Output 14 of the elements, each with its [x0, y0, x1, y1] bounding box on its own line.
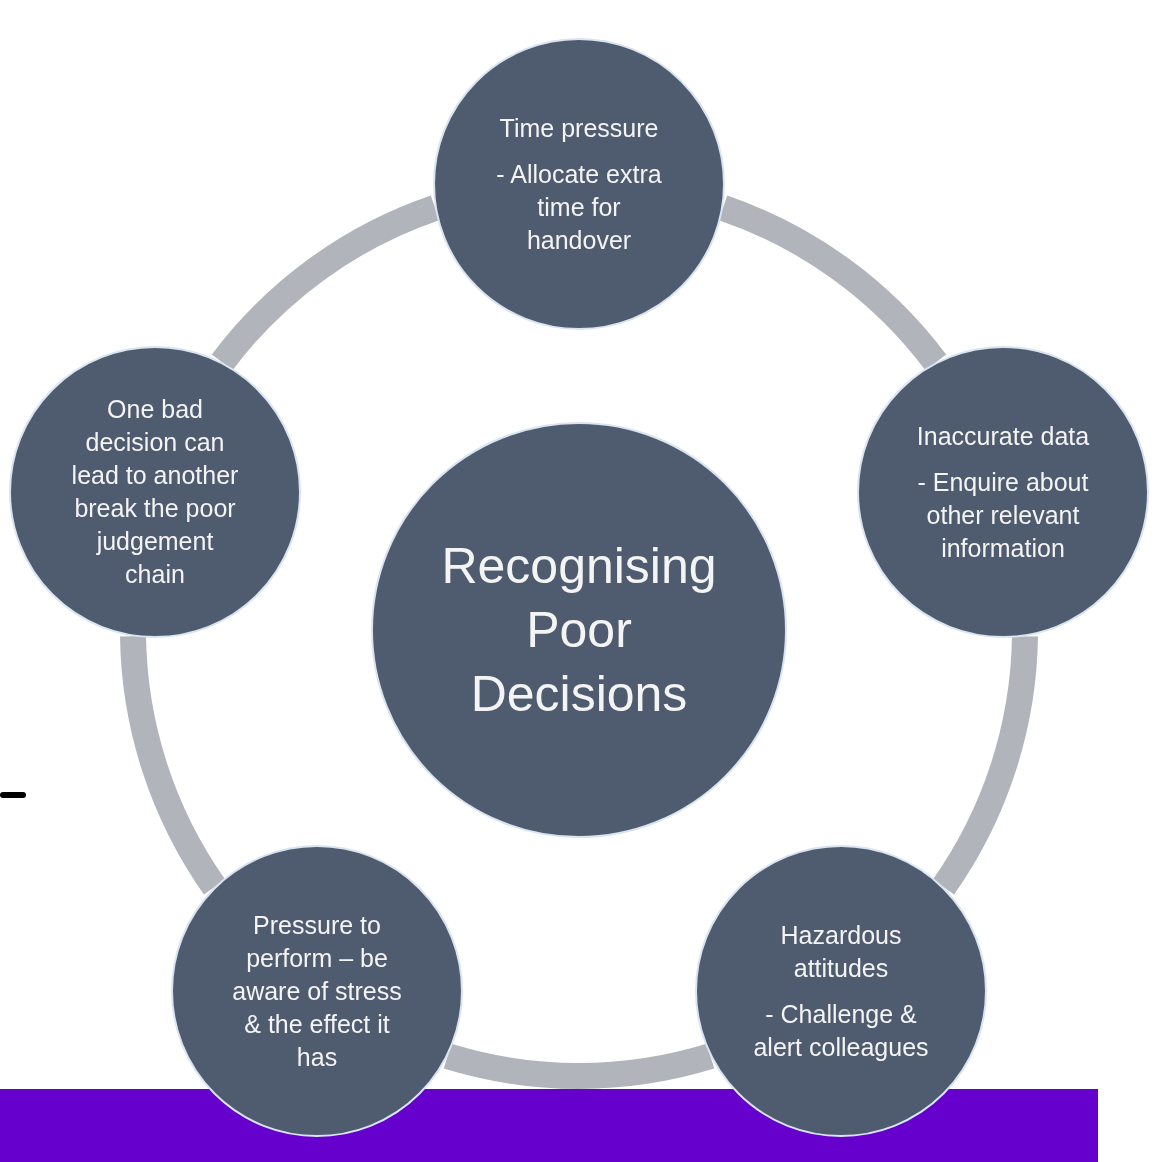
circle-heading: Hazardous attitudes: [779, 919, 903, 984]
center-title: Recognising Poor Decisions: [440, 537, 718, 724]
circle-text: Pressure to perform – be aware of stress & the effect it has: [231, 909, 403, 1073]
ring-segment: [444, 1043, 714, 1089]
ring-segment: [932, 635, 1038, 894]
ring-segment: [120, 635, 226, 894]
circle-text: - Enquire about other relevant information: [916, 466, 1090, 564]
ring-segment: [212, 195, 440, 371]
circle-text: - Allocate extra time for handover: [495, 158, 663, 256]
circle-text: One bad decision can lead to another break the poor judgement chain: [70, 394, 240, 590]
circle-heading: Inaccurate data: [915, 420, 1091, 452]
ring-segment: [718, 195, 946, 371]
circle-heading: Time pressure: [498, 112, 660, 144]
circle-text: - Challenge & alert colleagues: [752, 998, 930, 1063]
